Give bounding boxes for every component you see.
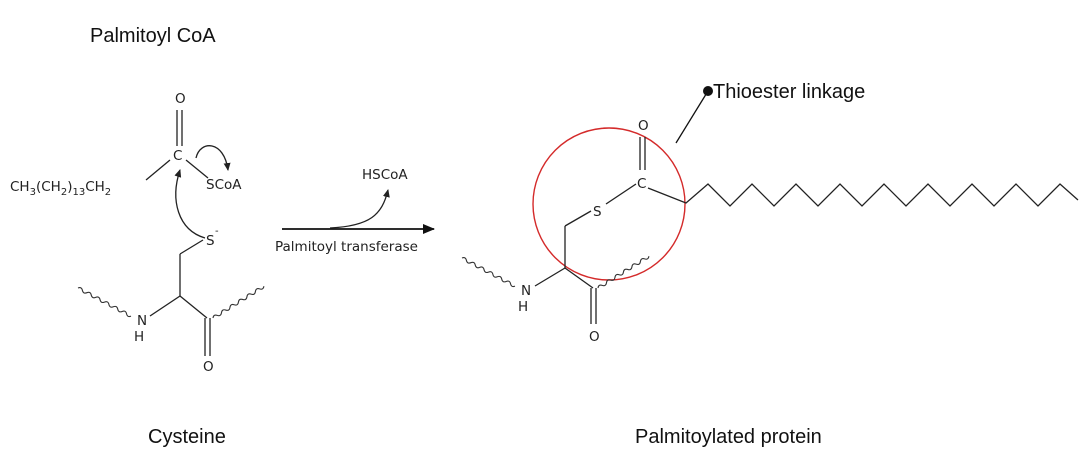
product-carbonyl-carbon: C (637, 176, 646, 192)
cysteine-structure: S - O N H (77, 169, 265, 375)
thioester-highlight-circle (532, 127, 686, 281)
palmitoylated-protein-caption: Palmitoylated protein (635, 426, 822, 448)
cysteine-calpha-n-bond (149, 295, 181, 317)
cysteine-calpha-co-bond (179, 295, 208, 319)
cysteine-ch2-s-bond (179, 239, 204, 255)
product-calpha-co-bond (564, 267, 594, 289)
product-backbone-oxygen: O (589, 329, 600, 345)
product-calpha-n-bond (534, 267, 566, 287)
product-nitrogen: N (521, 283, 531, 299)
palmitoyl-hydrocarbon-chain (647, 183, 1079, 207)
product-amide-hydrogen: H (518, 299, 528, 315)
coa-alkyl-chain: CH3(CH2)13CH2 (10, 179, 111, 198)
cysteine-nitrogen: N (137, 313, 147, 329)
thioester-linkage-label: Thioester linkage (713, 81, 865, 103)
product-sulfur-ch2-bond (564, 210, 592, 227)
cysteine-carbonyl-oxygen: O (203, 359, 214, 375)
thioester-leader-dot (703, 86, 713, 96)
product-carbon-sulfur-bond (605, 183, 637, 205)
coa-carbonyl-oxygen: O (175, 91, 186, 107)
reaction-arrow-group: HSCoA Palmitoyl transferase (275, 167, 435, 255)
coa-scoa-group: SCoA (206, 177, 242, 193)
thioester-leader-line (675, 90, 709, 144)
cysteine-sulfur: S (206, 233, 215, 249)
product-c-terminus-wavy (597, 256, 650, 289)
hscoa-release-arrow (329, 189, 390, 229)
product-n-terminus-wavy (461, 257, 516, 288)
enzyme-label: Palmitoyl transferase (275, 239, 418, 255)
thiolate-charge: - (215, 226, 219, 237)
cysteine-c-terminus-wavy (212, 286, 265, 319)
cysteine-n-terminus-wavy (77, 287, 132, 318)
product-sulfur: S (593, 204, 602, 220)
cysteine-amide-hydrogen: H (134, 329, 144, 345)
palmitoyl-coa-structure: O C CH3(CH2)13CH2 SCoA (10, 91, 242, 198)
hscoa-label: HSCoA (362, 167, 408, 183)
coa-carbon-to-sulfur-bond (185, 159, 209, 179)
nucleophilic-attack-arrow (174, 169, 206, 239)
coa-carbonyl-carbon: C (173, 148, 182, 164)
coa-chain-to-carbon-bond (145, 159, 171, 181)
electron-push-arrow-scoa (195, 145, 231, 171)
palmitoylated-protein-structure: Thioester linkage O C S O N H (461, 81, 1079, 345)
palmitoyl-coa-caption: Palmitoyl CoA (90, 25, 216, 47)
cysteine-caption: Cysteine (148, 426, 226, 448)
product-carbonyl-oxygen: O (638, 118, 649, 134)
